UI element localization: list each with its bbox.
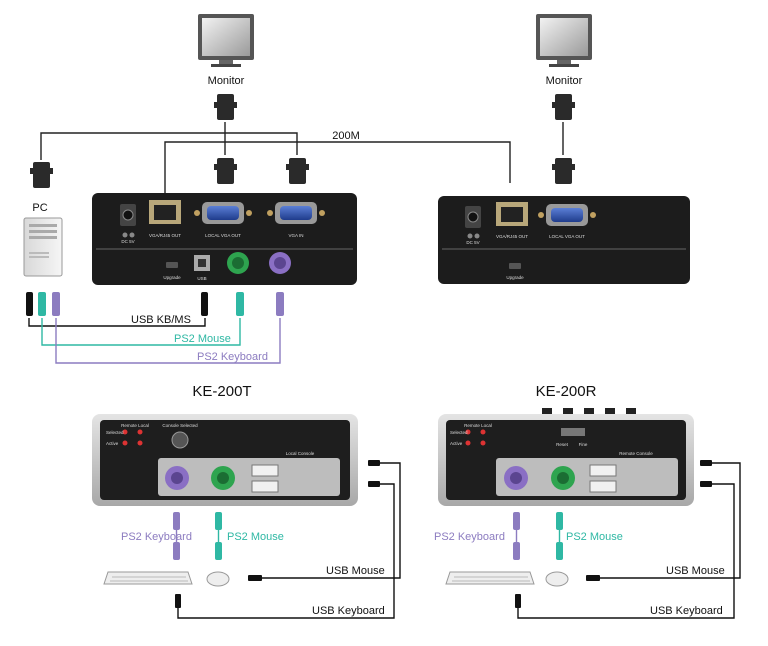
rear-left-rj45-label: VGA/RJ45 OUT [149,233,181,238]
r-usb-plugs [515,460,712,608]
front-r-fine-label: Fine [579,442,588,447]
r-usb-mouse-label: USB Mouse [666,565,725,577]
ps2-keyboard-top-label: PS2 Keyboard [197,351,268,363]
plug-set-ke200t [201,292,284,316]
rear-left-dc-label: DC 5V [121,239,134,244]
ke200t-title: KE-200T [192,383,251,400]
monitor-left-label: Monitor [208,75,245,87]
distance-label: 200M [332,130,360,142]
r-ps2-mouse-label: PS2 Mouse [566,531,623,543]
t-usb-mouse-label: USB Mouse [326,565,385,577]
front-t-remote-local-label: Remote Local [121,423,149,428]
vga-plug-icon [30,94,575,188]
ps2-mouse-top-label: PS2 Mouse [174,333,231,345]
front-r-remote-console-label: Remote Console [619,451,653,456]
ke200t-rear-unit [92,193,357,285]
vga-cable-network [40,122,564,195]
monitor-right-label: Monitor [546,75,583,87]
front-r-selected-label: Selected [450,430,468,435]
ke200r-title: KE-200R [536,383,597,400]
rear-left-vga-in-label: VGA IN [288,233,303,238]
t-ps2-keyboard-label: PS2 Keyboard [121,531,192,543]
pc-label: PC [32,202,47,214]
t-usb-cables [177,462,401,619]
t-keyboard-icon [103,571,193,585]
rear-left-local-vga-label: LOCAL VGA OUT [205,233,241,238]
monitor-right-icon [536,14,592,67]
front-t-console-selected-label: Console Selected [162,423,198,428]
rear-right-rj45-label: VGA/RJ45 OUT [496,234,528,239]
usb-kbms-cable [28,318,206,327]
r-ps2-cables [513,512,563,560]
ke200r-rear-unit [438,196,690,284]
r-keyboard-icon [445,571,535,585]
rear-right-dc-label: DC 5V [466,240,479,245]
front-r-remote-local-label: Remote Local [464,423,492,428]
usb-kbms-label: USB KB/MS [131,314,191,326]
r-usb-keyboard-label: USB Keyboard [650,605,723,617]
ps2-mouse-cable-top [41,318,241,346]
ps2-keyboard-cable-top [55,318,281,364]
front-t-active-label: Active [106,441,119,446]
t-ps2-cables [173,512,222,560]
pc-tower-icon [23,217,63,277]
t-mouse-icon [206,571,230,587]
ke200t-front-unit [92,414,358,506]
ke200r-front-unit [438,408,694,506]
front-t-selected-label: Selected [106,430,124,435]
front-r-reset-label: Reset [556,442,569,447]
monitor-left-icon [198,14,254,67]
rear-left-usb-label: USB [197,276,206,281]
t-usb-plugs [175,460,380,608]
t-ps2-mouse-label: PS2 Mouse [227,531,284,543]
front-r-active-label: Active [450,441,463,446]
r-usb-cables [517,462,741,619]
t-usb-keyboard-label: USB Keyboard [312,605,385,617]
front-t-local-console-label: Local Console [286,451,315,456]
r-mouse-icon [545,571,569,587]
rear-right-local-vga-label: LOCAL VGA OUT [549,234,585,239]
r-ps2-keyboard-label: PS2 Keyboard [434,531,505,543]
plug-set-pc [26,292,60,316]
rear-left-upgrade-label: Upgrade [163,275,181,280]
rear-right-upgrade-label: Upgrade [506,275,524,280]
